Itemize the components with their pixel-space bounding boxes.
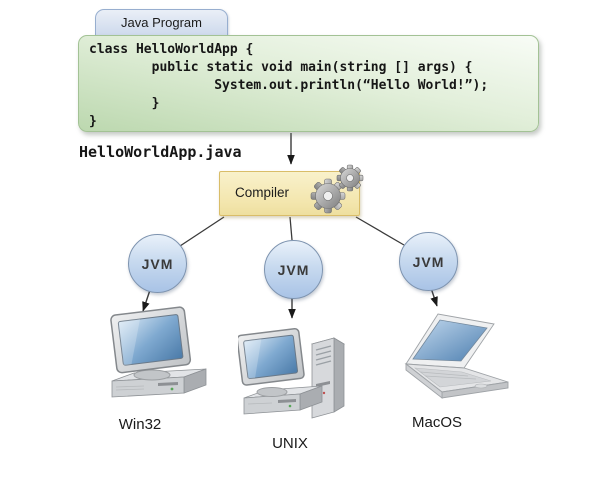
gears-icon (310, 164, 364, 214)
laptop-left-edge (405, 363, 443, 399)
jvm-label: JVM (141, 255, 174, 272)
code-line: } (89, 96, 160, 111)
monitor-base (133, 369, 171, 381)
line-compiler-to-jvm-left (179, 216, 225, 247)
platform-label-unix: UNIX (272, 435, 308, 452)
gear-large (310, 178, 346, 214)
line-compiler-to-jvm-right (355, 216, 405, 246)
monitor (110, 306, 192, 374)
platform-label-win32: Win32 (118, 416, 162, 433)
monitor-screen (243, 334, 299, 380)
jvm-circle-unix: JVM (264, 240, 323, 299)
code-line: } (89, 114, 97, 129)
compiler-label: Compiler (235, 185, 290, 200)
line-compiler-to-jvm-middle (289, 216, 293, 241)
monitor-screen (117, 314, 184, 366)
jvm-circle-macos: JVM (399, 232, 458, 291)
source-filename-label: HelloWorldApp.java (79, 143, 242, 161)
code-line: public static void main(string [] args) … (89, 60, 473, 75)
platform-label-macos: MacOS (411, 414, 462, 431)
macos-computer-icon (404, 313, 509, 399)
jvm-label: JVM (277, 261, 310, 278)
monitor (238, 328, 305, 386)
laptop (404, 313, 509, 399)
gear-small (336, 164, 364, 192)
laptop-screen (412, 319, 488, 362)
unix-computer-icon (238, 328, 346, 419)
code-line: System.out.println(“Hello World!”); (89, 78, 489, 93)
jvm-circle-win32: JVM (128, 234, 187, 293)
tower-case (310, 337, 346, 419)
arrow-jvm-to-win32 (142, 289, 151, 312)
monitor-base (256, 387, 288, 397)
code-line: class HelloWorldApp { (89, 42, 254, 57)
source-code-box: class HelloWorldApp { public static void… (78, 35, 539, 132)
win32-computer-icon (110, 306, 207, 398)
java-program-tab-label: Java Program (121, 15, 202, 30)
arrow-jvm-to-macos (430, 287, 438, 307)
jvm-label: JVM (412, 253, 445, 270)
